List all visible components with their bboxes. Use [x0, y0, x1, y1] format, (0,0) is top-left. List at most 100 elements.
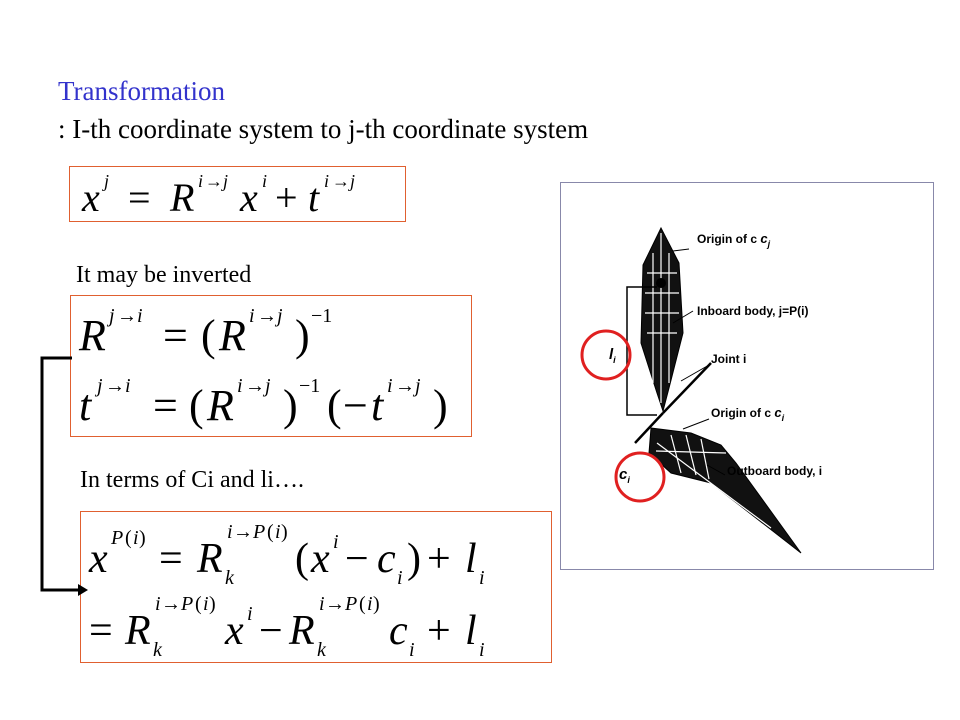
svg-text:i: i [203, 593, 209, 615]
slide-title: Transformation [58, 76, 225, 106]
equation-box-transform: x j = R i → j x i + t i → j [69, 166, 406, 222]
svg-text:i: i [409, 639, 415, 661]
svg-text:(: ( [189, 381, 204, 430]
svg-text:=: = [163, 311, 188, 360]
svg-text:+: + [275, 175, 298, 220]
svg-text:→: → [233, 521, 253, 543]
svg-text:i: i [262, 171, 267, 191]
svg-text:R: R [78, 311, 106, 360]
label-joint: Joint i [711, 352, 746, 366]
svg-text:=: = [153, 381, 178, 430]
svg-text:R: R [169, 175, 194, 220]
svg-text:j: j [412, 375, 421, 397]
svg-text:i: i [387, 375, 393, 397]
svg-text:x: x [224, 608, 244, 654]
svg-text:): ) [373, 593, 380, 615]
svg-text:i: i [198, 171, 203, 191]
svg-text:−: − [343, 381, 368, 430]
svg-text:): ) [139, 527, 146, 549]
svg-text:j: j [348, 171, 355, 191]
svg-text:i: i [237, 375, 243, 397]
svg-text:j: j [102, 171, 109, 191]
label-origin-cj-var: c [760, 231, 768, 246]
equation-box-terms: x P ( i ) = R k i → P ( i ) ( x i − c i … [80, 511, 552, 663]
svg-text:j: j [262, 375, 271, 397]
svg-text:R: R [196, 536, 223, 582]
svg-text:i: i [479, 639, 485, 661]
svg-text:i: i [324, 171, 329, 191]
svg-text:R: R [218, 311, 246, 360]
highlight-circles [580, 329, 666, 503]
label-origin-ci-sub: i [782, 413, 785, 423]
svg-text:=: = [128, 175, 151, 220]
svg-text:R: R [288, 608, 315, 654]
svg-text:(: ( [195, 593, 202, 615]
svg-text:→: → [395, 375, 415, 397]
svg-text:): ) [209, 593, 216, 615]
svg-text:→: → [117, 305, 137, 327]
svg-text:ci: ci [619, 466, 630, 485]
label-outboard: Outboard body, i [727, 464, 822, 478]
svg-text:): ) [407, 536, 421, 582]
svg-text:→: → [325, 593, 345, 615]
svg-text:=: = [159, 536, 183, 582]
svg-text:−: − [345, 536, 369, 582]
svg-text:li: li [609, 346, 616, 365]
svg-text:i: i [125, 375, 131, 397]
svg-text:−1: −1 [299, 375, 320, 397]
svg-text:x: x [81, 175, 100, 220]
svg-text:x: x [310, 536, 330, 582]
label-origin-ci: Origin of c [711, 406, 771, 420]
svg-text:): ) [433, 381, 448, 430]
svg-text:(: ( [125, 527, 132, 549]
svg-text:Origin of c ci: Origin of c ci [711, 405, 785, 423]
svg-text:→: → [332, 171, 350, 191]
svg-text:(: ( [267, 521, 274, 543]
svg-text:j: j [274, 305, 283, 327]
label-ci: c [619, 466, 628, 483]
equation-terms: x P ( i ) = R k i → P ( i ) ( x i − c i … [88, 521, 485, 661]
label-origin-cj: Origin of c [697, 232, 757, 246]
svg-text:i: i [227, 521, 233, 543]
svg-text:−: − [259, 608, 283, 654]
svg-text:i: i [397, 567, 403, 589]
svg-text:→: → [257, 305, 277, 327]
equation-box-inverse: R j → i = ( R i → j ) −1 t j → i = ( R i… [70, 295, 472, 437]
svg-text:(: ( [327, 381, 342, 430]
svg-text:i: i [479, 567, 485, 589]
svg-text:l: l [465, 536, 477, 582]
highlight-circle-ci [614, 451, 666, 503]
svg-text:c: c [389, 608, 408, 654]
equation-inverse: R j → i = ( R i → j ) −1 t j → i = ( R i… [78, 305, 448, 430]
svg-text:P: P [252, 521, 265, 543]
svg-text:): ) [283, 381, 298, 430]
svg-text:+: + [427, 608, 451, 654]
label-inverted: It may be inverted [76, 262, 252, 288]
svg-text:j: j [221, 171, 228, 191]
svg-text:→: → [245, 375, 265, 397]
slide-subtitle: : I-th coordinate system to j-th coordin… [58, 114, 589, 144]
svg-text:c: c [377, 536, 396, 582]
svg-text:j: j [106, 305, 115, 327]
svg-text:i: i [249, 305, 255, 327]
svg-text:t: t [308, 175, 320, 220]
svg-text:i: i [367, 593, 373, 615]
svg-text:P: P [180, 593, 193, 615]
svg-text:t: t [79, 381, 93, 430]
svg-text:i: i [247, 603, 253, 625]
svg-text:i: i [319, 593, 325, 615]
label-origin-ci-var: c [774, 405, 782, 420]
svg-text:=: = [89, 608, 113, 654]
connector-arrow [40, 356, 88, 596]
label-li: l [609, 346, 614, 363]
svg-text:x: x [88, 536, 108, 582]
body-diagram: Origin of c cj Inboard body, j=P(i) Join… [609, 226, 822, 554]
svg-text:i: i [137, 305, 143, 327]
svg-text:j: j [94, 375, 103, 397]
svg-text:P: P [344, 593, 357, 615]
svg-text:R: R [124, 608, 151, 654]
svg-text:(: ( [359, 593, 366, 615]
svg-text:R: R [206, 381, 234, 430]
svg-text:): ) [295, 311, 310, 360]
svg-text:l: l [465, 608, 477, 654]
